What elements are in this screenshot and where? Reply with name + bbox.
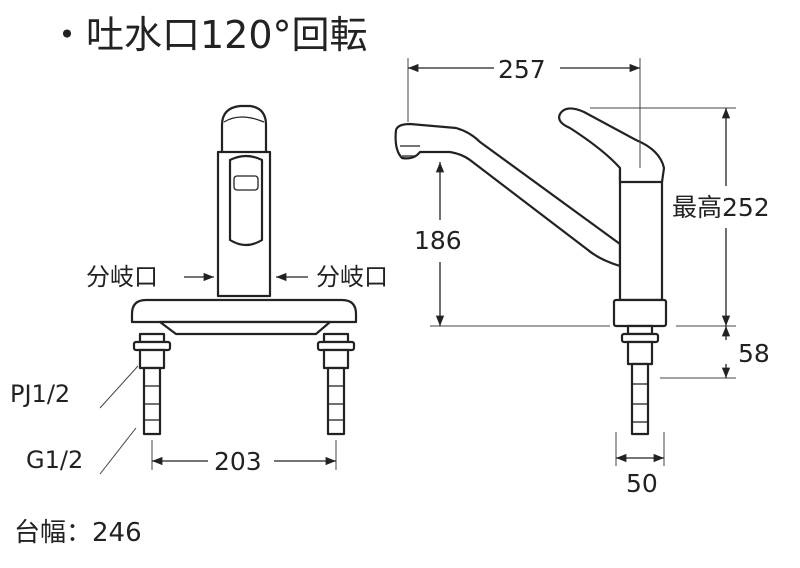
front-lever-panel: [228, 154, 264, 247]
spout-reach-value: 257: [498, 55, 546, 84]
base-width-note: 台幅：246: [14, 518, 142, 548]
drawing-title: ・吐水口120°回転: [48, 13, 368, 57]
branch-port-label-left: 分岐口: [86, 263, 158, 291]
thread-pointer-pj: [99, 365, 139, 409]
max-height-dimension: 最高252: [590, 107, 770, 326]
thread-label-pj: PJ1/2: [10, 380, 70, 408]
front-deck-plate: [130, 298, 358, 324]
hole-pitch-value: 203: [214, 447, 262, 476]
side-shank: [620, 324, 660, 436]
shank-length-dimension: 58: [660, 325, 770, 379]
side-base-ring: [612, 298, 668, 328]
branch-port-label-right: 分岐口: [316, 263, 388, 291]
shank-length-value: 58: [738, 339, 770, 368]
side-spout: [394, 122, 622, 268]
front-left-shank: [132, 332, 172, 436]
spout-reach-dimension: 257: [407, 55, 641, 168]
max-height-value: 最高252: [672, 193, 770, 222]
shank-width-value: 50: [626, 469, 658, 498]
spout-height-value: 186: [414, 226, 462, 255]
front-view: 分岐口 分岐口 PJ1/2 G1/2 203: [10, 104, 388, 476]
hole-pitch-dimension: 203: [151, 440, 337, 476]
side-body: [618, 168, 664, 302]
side-lever: [558, 107, 666, 184]
thread-pointer-g: [99, 427, 137, 475]
shank-width-dimension: 50: [615, 432, 665, 498]
thread-label-g: G1/2: [26, 446, 83, 474]
spout-height-dimension: 186: [414, 162, 610, 327]
front-right-shank: [316, 332, 356, 436]
side-view: 257 186 最高252 58: [394, 55, 770, 498]
